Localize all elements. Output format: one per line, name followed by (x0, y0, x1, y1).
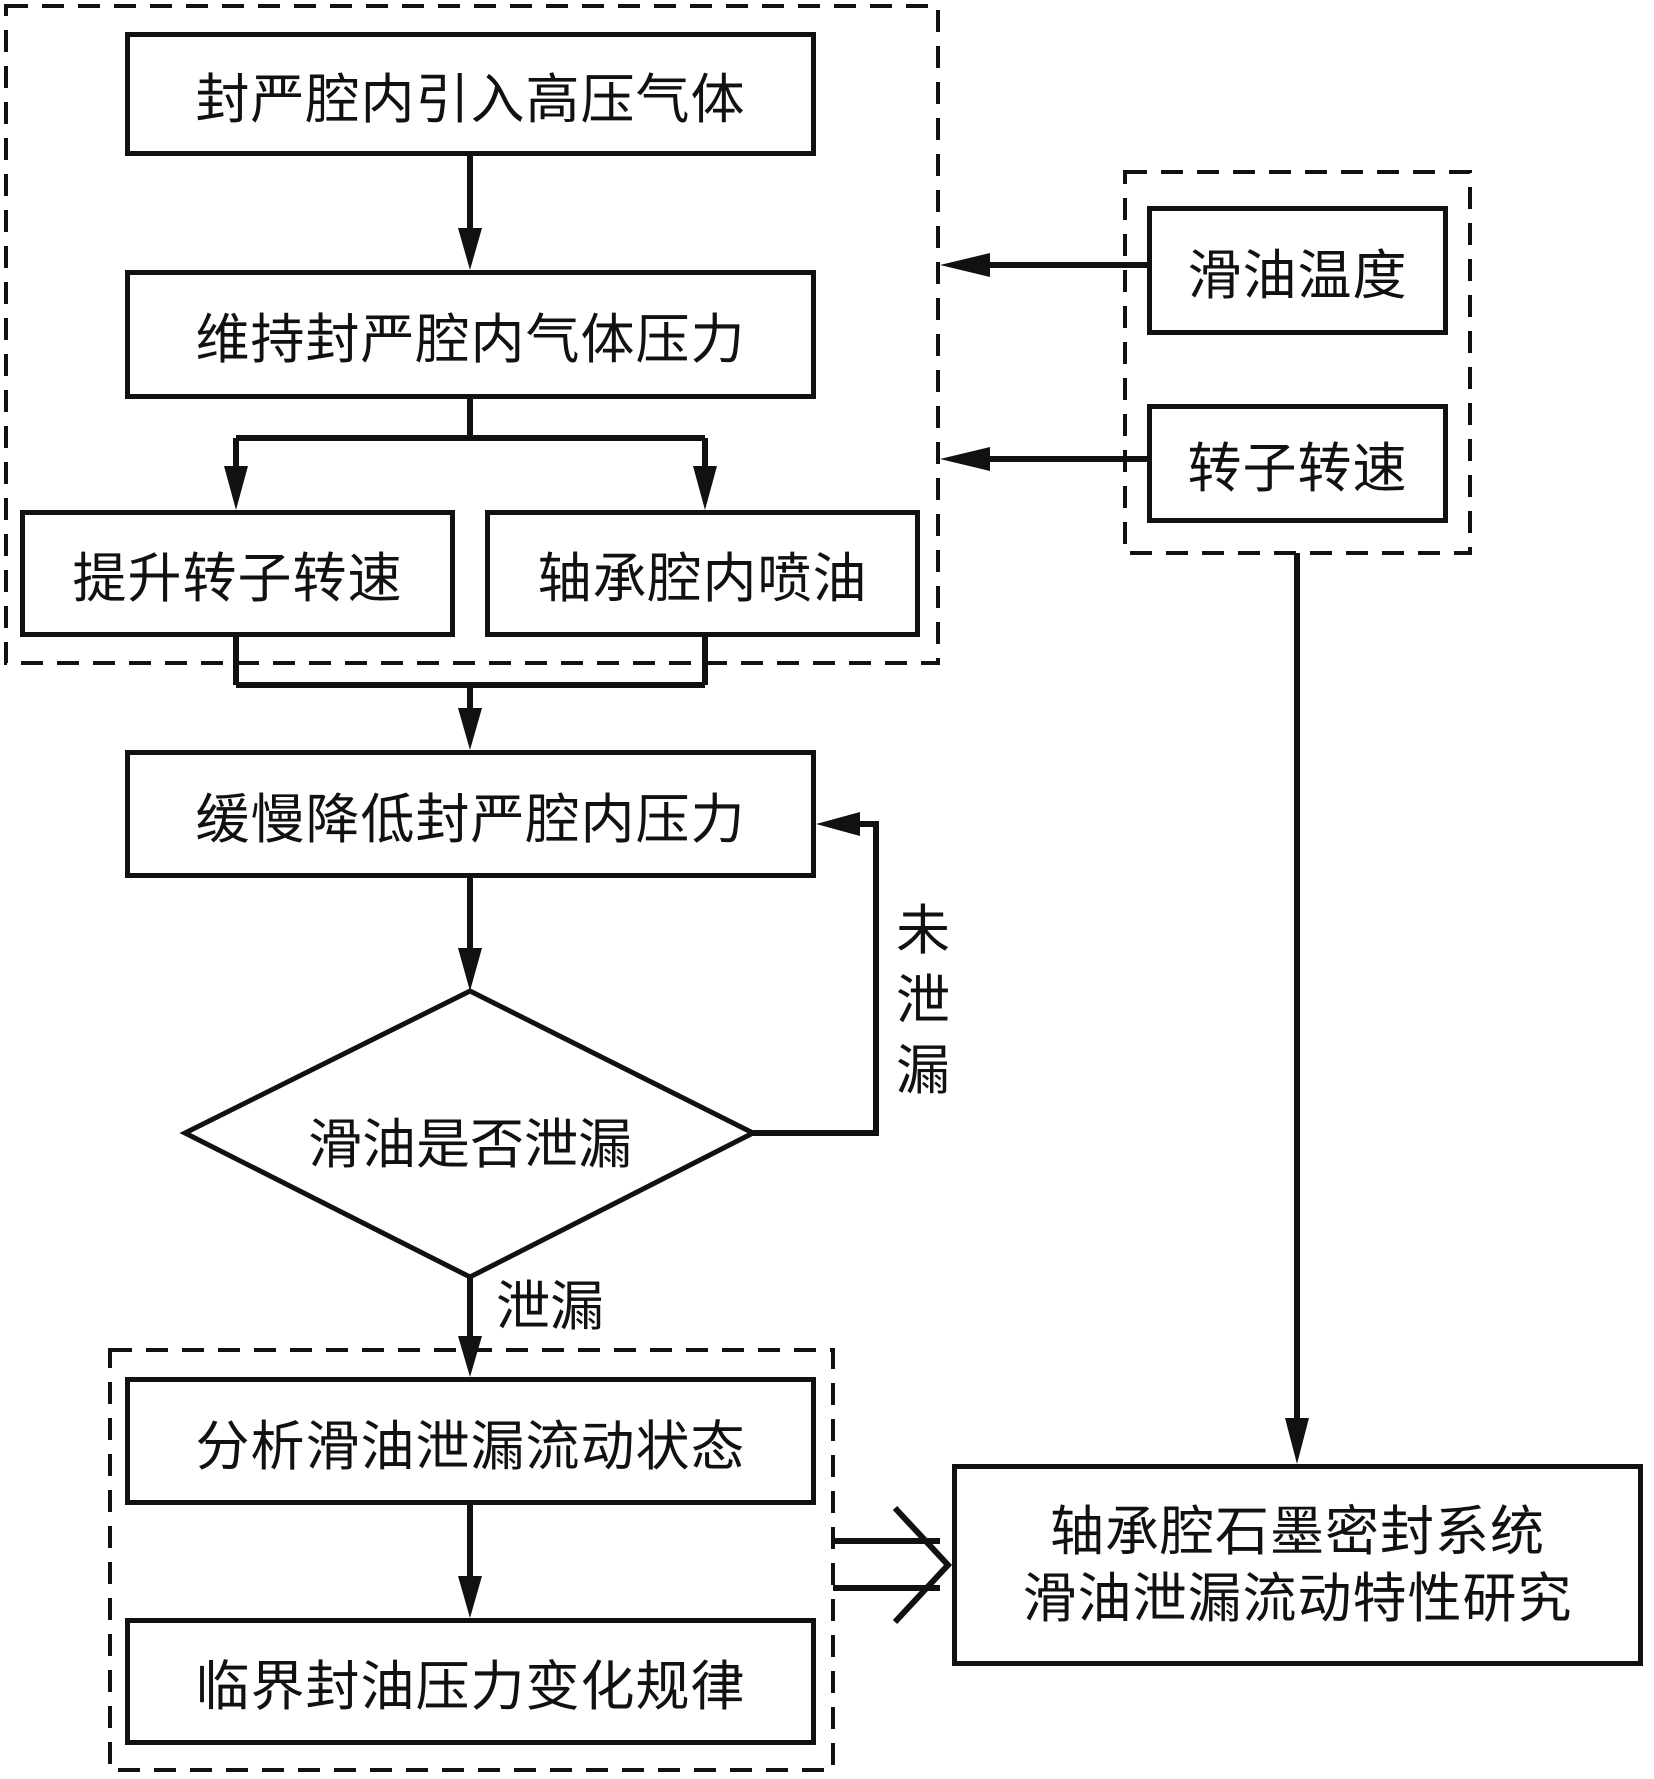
arrowhead-step4 (458, 708, 482, 750)
factor-oil-temperature: 滑油温度 (1147, 206, 1448, 335)
group-experiment-procedure (4, 4, 940, 665)
arrowhead-step3b (693, 466, 717, 510)
arrowhead-factor1 (940, 253, 990, 277)
edge-feedback-not-leaked (753, 821, 879, 1136)
step-label: 临界封油压力变化规律 (195, 1655, 746, 1718)
arrowhead-factor2 (940, 447, 990, 471)
arrowhead-step3a (224, 466, 248, 510)
factor-label: 转子转速 (1187, 437, 1408, 500)
step-label: 封严腔内引入高压气体 (195, 67, 746, 131)
edge-label-char: 漏 (896, 1039, 950, 1103)
edge-label-char: 泄 (896, 969, 950, 1033)
edge-label-char: 未 (896, 899, 950, 962)
arrowhead-result2 (458, 1576, 482, 1618)
final-label-line1: 轴承腔石墨密封系统 (1050, 1499, 1545, 1563)
edge-label-leaked: 泄漏 (496, 1275, 604, 1338)
step-maintain-gas-pressure: 维持封严腔内气体压力 (125, 270, 816, 399)
arrowhead-result1 (458, 1336, 482, 1377)
step-introduce-high-pressure-gas: 封严腔内引入高压气体 (125, 32, 816, 156)
factor-label: 滑油温度 (1187, 244, 1408, 307)
step-label: 缓慢降低封严腔内压力 (195, 787, 746, 851)
step-label: 维持封严腔内气体压力 (195, 308, 746, 371)
result-leak-flow-state: 分析滑油泄漏流动状态 (125, 1377, 816, 1505)
factor-rotor-speed: 转子转速 (1147, 404, 1448, 523)
arrowhead-decision (458, 948, 482, 991)
result-critical-pressure: 临界封油压力变化规律 (125, 1618, 816, 1745)
decision-diamond (179, 988, 759, 1280)
double-arrow-head (892, 1505, 953, 1625)
arrowhead-step2 (458, 228, 482, 270)
final-label-line2: 滑油泄漏流动特性研究 (1022, 1567, 1573, 1630)
arrowhead-feedback (816, 812, 860, 836)
step-reduce-pressure: 缓慢降低封严腔内压力 (125, 750, 816, 878)
group-influencing-factors (1123, 170, 1472, 555)
final-research-goal: 轴承腔石墨密封系统 滑油泄漏流动特性研究 (952, 1464, 1643, 1666)
edge-label-not-leaked: 未 泄 漏 (893, 896, 953, 1107)
arrowhead-final (1285, 1418, 1309, 1464)
step-label: 分析滑油泄漏流动状态 (195, 1414, 746, 1478)
step-oil-injection: 轴承腔内喷油 (485, 510, 920, 637)
step-label: 提升转子转速 (72, 547, 403, 610)
step-increase-rotor-speed: 提升转子转速 (20, 510, 455, 637)
decision-label: 滑油是否泄漏 (308, 1113, 632, 1176)
step-label: 轴承腔内喷油 (537, 547, 868, 610)
